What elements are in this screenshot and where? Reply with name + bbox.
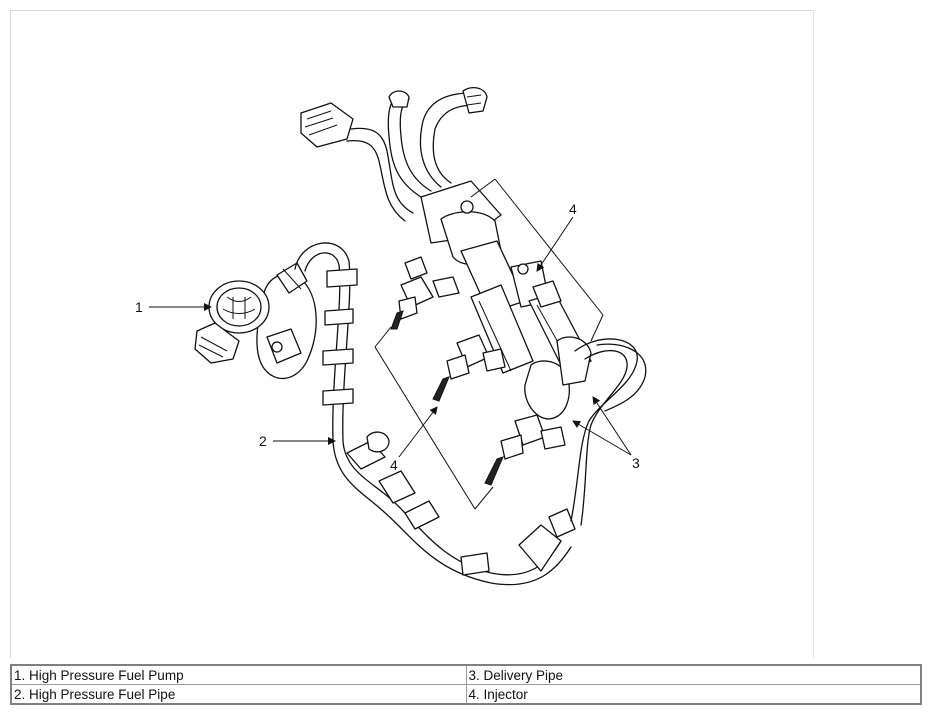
leader-frame-top-left — [470, 178, 496, 198]
high-pressure-fuel-pump — [194, 262, 317, 380]
callout-4-top: 4 — [569, 201, 577, 217]
leader-frame-top — [494, 178, 604, 316]
delivery-pipe — [420, 180, 647, 526]
callout-4-bottom: 4 — [390, 457, 398, 473]
callout-1: 1 — [135, 299, 143, 315]
callout-2: 2 — [259, 433, 267, 449]
legend-cell: 3. Delivery Pipe — [465, 664, 922, 685]
fuel-system-diagram: 1 2 3 4 4 — [135, 86, 647, 586]
legend-row: 2. High Pressure Fuel Pipe 4. Injector — [10, 684, 922, 705]
wiring-harness — [300, 86, 488, 222]
leader-4a — [536, 216, 574, 272]
parts-legend-table: 1. High Pressure Fuel Pump 3. Delivery P… — [10, 664, 922, 705]
leader-frame-bottom — [474, 486, 494, 510]
leader-3b — [572, 420, 632, 456]
legend-cell: 1. High Pressure Fuel Pump — [10, 664, 467, 685]
leader-frame-left-top — [374, 326, 392, 348]
leader-frame-right — [590, 314, 604, 342]
high-pressure-fuel-pipe — [294, 242, 576, 586]
callout-3: 3 — [632, 455, 640, 471]
diagram-figure: 1 2 3 4 4 — [10, 10, 814, 658]
legend-cell: 2. High Pressure Fuel Pipe — [10, 684, 467, 705]
legend-cell: 4. Injector — [465, 684, 922, 705]
leader-3a — [592, 396, 632, 456]
leader-4b — [398, 406, 438, 458]
injector — [390, 256, 566, 486]
leader-frame-left — [374, 346, 476, 510]
legend-row: 1. High Pressure Fuel Pump 3. Delivery P… — [10, 664, 922, 685]
